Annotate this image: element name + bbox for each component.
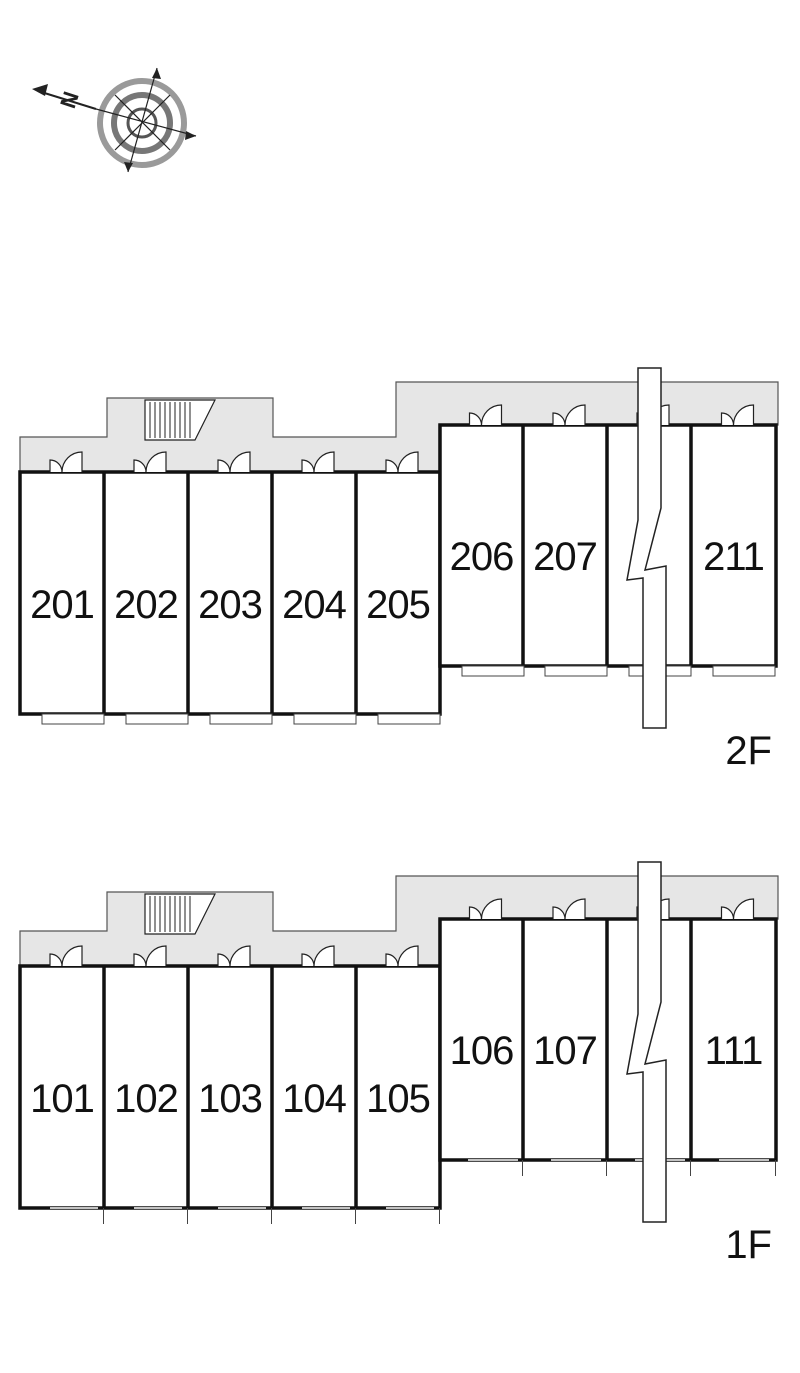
- unit-label-204: 204: [282, 583, 346, 627]
- main-building-block: [18, 470, 442, 716]
- staircase: [144, 893, 216, 935]
- unit-label-203: 203: [198, 583, 262, 627]
- unit-label-104: 104: [282, 1077, 346, 1121]
- door-icon: [61, 451, 83, 473]
- door-icon: [313, 945, 335, 967]
- unit-label-211: 211: [703, 535, 764, 579]
- break-symbol: [626, 861, 667, 1223]
- break-symbol: [626, 367, 667, 729]
- door-icon: [61, 945, 83, 967]
- door-icon: [397, 945, 419, 967]
- door-icon: [732, 898, 755, 920]
- balcony: [712, 665, 776, 677]
- staircase: [144, 399, 216, 441]
- unit-label-107: 107: [533, 1029, 597, 1073]
- north-label: N: [55, 88, 84, 111]
- door-icon: [564, 898, 586, 920]
- door-icon: [145, 451, 167, 473]
- unit-label-205: 205: [366, 583, 430, 627]
- balcony: [544, 665, 608, 677]
- unit-label-101: 101: [30, 1077, 94, 1121]
- door-icon: [480, 898, 503, 920]
- floor-2f: 201 202 203 204 205 206 207 211 2F: [18, 367, 779, 773]
- unit-label-201: 201: [30, 583, 94, 627]
- compass-rose-icon: N: [32, 67, 197, 173]
- unit-label-111: 111: [705, 1029, 763, 1073]
- door-icon: [564, 404, 586, 426]
- door-icon: [732, 404, 755, 426]
- unit-label-207: 207: [533, 535, 597, 579]
- balcony: [125, 713, 189, 725]
- floor-label: 2F: [725, 729, 772, 773]
- unit-label-105: 105: [366, 1077, 430, 1121]
- unit-label-103: 103: [198, 1077, 262, 1121]
- door-icon: [480, 404, 503, 426]
- unit-label-206: 206: [450, 535, 514, 579]
- door-icon: [397, 451, 419, 473]
- unit-label-102: 102: [114, 1077, 178, 1121]
- door-icon: [145, 945, 167, 967]
- floor-1f: 101 102 103 104 105 106 107 111 1F: [18, 861, 779, 1267]
- balcony: [293, 713, 357, 725]
- door-icon: [313, 451, 335, 473]
- balcony: [377, 713, 441, 725]
- door-icon: [229, 451, 251, 473]
- unit-label-106: 106: [450, 1029, 514, 1073]
- balcony: [209, 713, 273, 725]
- balcony: [461, 665, 525, 677]
- door-icon: [229, 945, 251, 967]
- floor-label: 1F: [725, 1223, 772, 1267]
- unit-label-202: 202: [114, 583, 178, 627]
- balcony: [41, 713, 105, 725]
